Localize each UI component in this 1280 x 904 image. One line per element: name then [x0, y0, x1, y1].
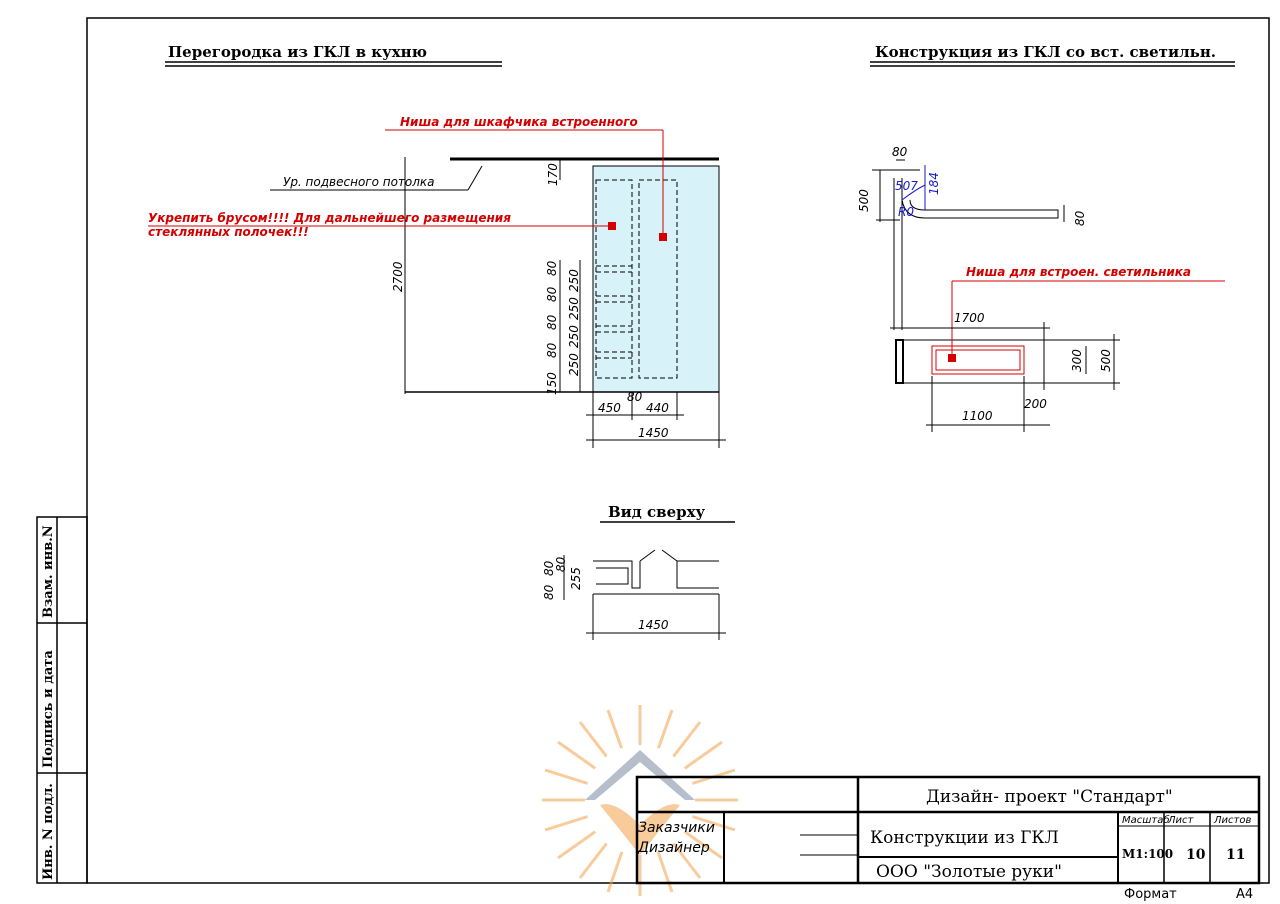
stamp-customers: Заказчики: [638, 820, 715, 836]
dim-r-200: 200: [1024, 397, 1047, 411]
top-view-title: Вид сверху: [608, 503, 706, 521]
dim-v6: 250: [567, 325, 581, 348]
dim-r-507: 507: [895, 179, 918, 193]
dim-r-500: 500: [857, 189, 871, 212]
dim-v7: 80: [545, 342, 559, 358]
note-niche-cabinet: Ниша для шкафчика встроенного: [400, 115, 638, 129]
stamp-sheet-title: Конструкции из ГКЛ: [870, 828, 1059, 848]
left-title: Перегородка из ГКЛ в кухню: [168, 43, 427, 61]
dim-r-1100: 1100: [962, 409, 993, 423]
note-ceiling-level: Ур. подвесного потолка: [283, 175, 435, 189]
dim-r-184: 184: [927, 172, 941, 195]
note-reinforce-line2: стеклянных полочек!!!: [148, 225, 309, 239]
right-title: Конструкция из ГКЛ со вст. светильн.: [875, 43, 1216, 61]
dim-2700: 2700: [391, 261, 405, 292]
title-block: [635, 775, 1261, 885]
dim-v3: 80: [545, 286, 559, 302]
dim-170: 170: [546, 163, 560, 186]
stamp-project: Дизайн- проект "Стандарт": [926, 787, 1173, 807]
partition-elevation: Ниша для шкафчика встроенного Укрепить б…: [148, 115, 726, 448]
side-sign-date: Подпись и дата: [41, 650, 56, 768]
note-reinforce-line1: Укрепить брусом!!!! Для дальнейшего разм…: [148, 211, 511, 225]
top-dim-c: 255: [569, 567, 583, 590]
dim-w-mid: 80: [627, 390, 643, 404]
stamp-sheets-label: Листов: [1213, 815, 1251, 826]
side-strip: [36, 516, 88, 884]
dim-w-total: 1450: [638, 426, 669, 440]
top-dim-d: 80: [542, 584, 556, 600]
dim-r-300: 300: [1070, 349, 1084, 372]
dim-r-1700: 1700: [954, 311, 985, 325]
stamp-designer: Дизайнер: [637, 840, 710, 856]
dim-v9: 150: [545, 372, 559, 395]
stamp-company: ООО "Золотые руки": [876, 862, 1062, 882]
stamp-scale-label: Масштаб: [1122, 814, 1170, 826]
light-construction: 80 500 507 184 R0 80 Ниша для встроен. с…: [857, 145, 1225, 432]
dim-w2: 440: [646, 401, 669, 415]
top-view: Вид сверху 80 80 255 80 1450: [542, 503, 735, 640]
dim-r-500b: 500: [1099, 349, 1113, 372]
stamp-sheet: 10: [1186, 847, 1206, 863]
side-inv-zam: Взам. инв.N: [41, 525, 56, 618]
stamp-sheets: 11: [1226, 847, 1245, 863]
stamp-scale: М1:100: [1122, 847, 1173, 861]
note-niche-light: Ниша для встроен. светильника: [966, 265, 1191, 279]
dim-v2: 250: [567, 269, 581, 292]
dim-r-80-right: 80: [1073, 210, 1087, 226]
stamp-sheet-label: Лист: [1167, 815, 1195, 826]
format-label: Формат: [1124, 887, 1177, 902]
sheet-frame: [86, 17, 1270, 884]
side-inv-orig: Инв. N подл.: [41, 783, 56, 880]
format-value: А4: [1236, 887, 1253, 902]
dim-v5: 80: [545, 314, 559, 330]
dim-r-80-top: 80: [892, 145, 908, 159]
watermark-logo: [542, 705, 738, 896]
dim-r-radius: R0: [898, 205, 914, 219]
dim-v8: 250: [567, 353, 581, 376]
dim-w1: 450: [598, 401, 621, 415]
partition-panel: [592, 165, 720, 393]
top-dim-a: 80: [542, 560, 556, 576]
top-dim-b: 80: [554, 556, 568, 572]
dim-v1: 80: [545, 260, 559, 276]
dim-v4: 250: [567, 297, 581, 320]
top-dim-total: 1450: [638, 618, 669, 632]
